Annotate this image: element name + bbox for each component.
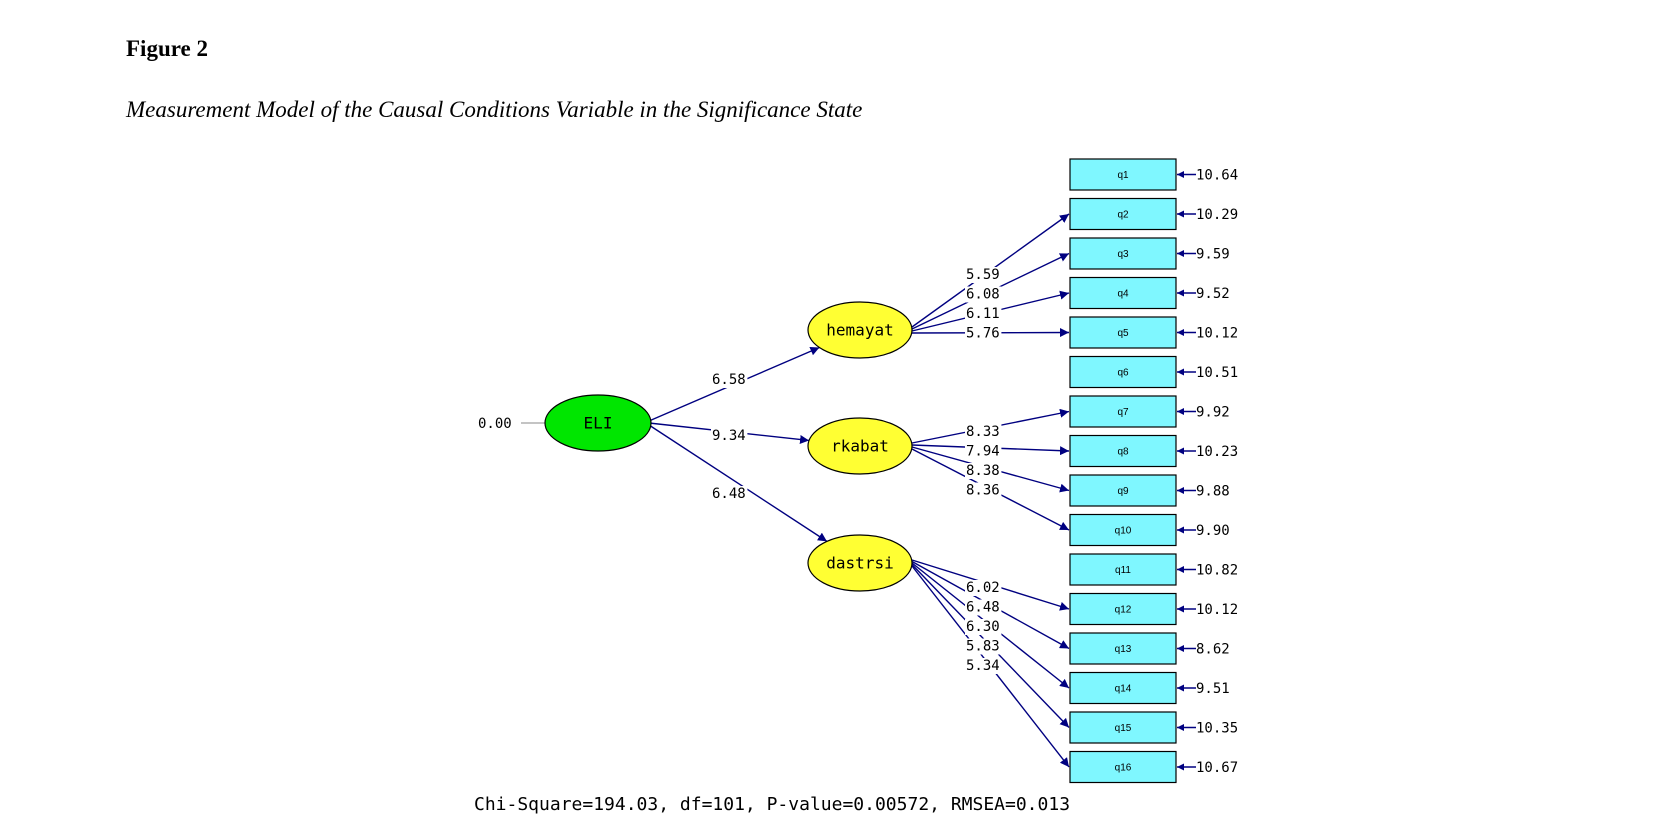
- indicator-label-q6: q6: [1117, 368, 1129, 379]
- loading-coef-hemayat-q4: 6.11: [966, 306, 1000, 322]
- loading-coef-dastrsi-q14: 6.30: [966, 619, 1000, 635]
- error-variance-q4: 9.52: [1196, 286, 1230, 302]
- indicator-box-q13: [1069, 632, 1177, 665]
- loading-coef-hemayat-q4-bg: [965, 306, 1002, 322]
- indicator-label-q7: q7: [1117, 407, 1129, 418]
- structural-path-dastrsi: [648, 424, 828, 542]
- error-variance-q16: 10.67: [1196, 760, 1238, 776]
- indicator-label-q1: q1: [1117, 170, 1129, 181]
- exogenous-variance-label: 0.00: [478, 416, 512, 432]
- error-variance-q9: 9.88: [1196, 484, 1230, 500]
- indicator-label-q11: q11: [1115, 565, 1131, 576]
- loading-coef-hemayat-q5-bg: [965, 325, 1002, 342]
- loading-coef-dastrsi-q13: 6.48: [966, 600, 1000, 616]
- indicator-label-q9: q9: [1117, 486, 1129, 497]
- exogenous-ellipse: [544, 394, 652, 452]
- error-variance-q2: 10.29: [1196, 207, 1238, 223]
- latent-ellipse-dastrsi: [807, 534, 913, 592]
- error-variance-q13: 8.62: [1196, 642, 1230, 658]
- error-variance-q8: 10.23: [1196, 444, 1238, 460]
- loading-coef-rkabat-q7-bg: [965, 424, 1002, 440]
- error-variance-q12: 10.12: [1196, 602, 1238, 618]
- error-variance-q11: 10.82: [1196, 563, 1238, 579]
- latent-ellipse-hemayat: [807, 301, 913, 359]
- indicator-box-q6: [1069, 355, 1177, 389]
- error-variance-q6: 10.51: [1196, 365, 1238, 381]
- indicator-box-q5: [1069, 316, 1177, 349]
- indicator-box-q9: [1069, 474, 1177, 507]
- indicator-box-q4: [1069, 276, 1177, 310]
- indicator-box-q1: [1069, 158, 1177, 191]
- loading-coef-rkabat-q9: 8.38: [966, 463, 1000, 479]
- latent-label-hemayat: hemayat: [826, 321, 893, 340]
- loading-coef-rkabat-q8-bg: [965, 443, 1002, 460]
- labels: q1 10.64 q2 10.29 q3 9.59 q4 9.52 q5 10.12 q6 10.51…: [478, 168, 1238, 777]
- structural-coef-rkabat-bg: [711, 428, 748, 444]
- indicator-label-q3: q3: [1117, 249, 1129, 260]
- exogenous-label: ELI: [584, 414, 613, 433]
- indicator-label-q10: q10: [1115, 526, 1132, 537]
- error-variance-q1: 10.64: [1196, 168, 1238, 184]
- structural-coef-hemayat: 6.58: [712, 372, 746, 388]
- loading-coef-dastrsi-q16-bg: [965, 658, 1002, 674]
- indicator-label-q5: q5: [1117, 328, 1129, 339]
- error-variance-q14: 9.51: [1196, 681, 1230, 697]
- indicator-label-q15: q15: [1115, 723, 1132, 734]
- structural-coef-hemayat-bg: [711, 372, 748, 388]
- loading-coef-rkabat-q7: 8.33: [966, 424, 1000, 440]
- loading-coef-dastrsi-q14-bg: [965, 619, 1002, 635]
- loading-coef-rkabat-q10: 8.36: [966, 483, 1000, 499]
- indicator-label-q4: q4: [1117, 289, 1129, 300]
- latent-label-rkabat: rkabat: [831, 437, 889, 456]
- figure-label: Figure 2: [126, 36, 208, 61]
- latent-ellipse-rkabat: [807, 417, 913, 475]
- loading-coef-hemayat-q3-bg: [965, 286, 1002, 303]
- loading-coef-dastrsi-q15-bg: [965, 638, 1002, 655]
- fit-statistics: Chi-Square=194.03, df=101, P-value=0.005…: [474, 794, 1071, 815]
- loading-coef-hemayat-q2: 5.59: [966, 267, 1000, 283]
- error-variance-q3: 9.59: [1196, 247, 1230, 263]
- indicator-box-q7: [1069, 395, 1177, 428]
- structural-coef-dastrsi: 6.48: [712, 486, 746, 502]
- indicator-box-q10: [1069, 513, 1177, 547]
- figure-caption: Measurement Model of the Causal Conditio…: [126, 97, 863, 122]
- indicator-label-q8: q8: [1117, 447, 1129, 458]
- loading-coef-dastrsi-q16: 5.34: [966, 658, 1000, 674]
- error-variance-q10: 9.90: [1196, 523, 1230, 539]
- indicator-box-q3: [1069, 237, 1177, 270]
- indicator-label-q12: q12: [1115, 605, 1132, 616]
- structural-coef-rkabat: 9.34: [712, 428, 746, 444]
- indicator-box-q14: [1069, 671, 1177, 705]
- indicator-box-q8: [1069, 434, 1177, 468]
- indicator-label-q13: q13: [1115, 644, 1132, 655]
- loading-coef-dastrsi-q13-bg: [965, 599, 1002, 616]
- indicator-label-q2: q2: [1117, 210, 1129, 221]
- error-variance-q7: 9.92: [1196, 405, 1230, 421]
- indicator-box-q16: [1069, 750, 1177, 784]
- loading-coef-hemayat-q5: 5.76: [966, 326, 1000, 342]
- loading-coef-dastrsi-q12-bg: [965, 580, 1002, 596]
- error-variance-q15: 10.35: [1196, 721, 1238, 737]
- loading-coef-dastrsi-q15: 5.83: [966, 639, 1000, 655]
- loading-coef-rkabat-q10-bg: [965, 482, 1002, 499]
- loading-coef-hemayat-q2-bg: [965, 267, 1002, 283]
- loading-coef-dastrsi-q12: 6.02: [966, 580, 1000, 596]
- loading-coef-rkabat-q8: 7.94: [966, 444, 1000, 460]
- nodes: [544, 158, 1177, 784]
- indicator-box-q15: [1069, 711, 1177, 744]
- indicator-label-q16: q16: [1115, 763, 1132, 774]
- indicator-box-q11: [1069, 553, 1177, 586]
- indicator-label-q14: q14: [1115, 684, 1132, 695]
- error-variance-q5: 10.12: [1196, 326, 1238, 342]
- indicator-box-q12: [1069, 592, 1177, 626]
- loading-coef-rkabat-q9-bg: [965, 463, 1002, 479]
- structural-coef-dastrsi-bg: [711, 486, 748, 502]
- latent-label-dastrsi: dastrsi: [826, 554, 893, 573]
- loading-coef-hemayat-q3: 6.08: [966, 287, 1000, 303]
- indicator-box-q2: [1069, 197, 1177, 231]
